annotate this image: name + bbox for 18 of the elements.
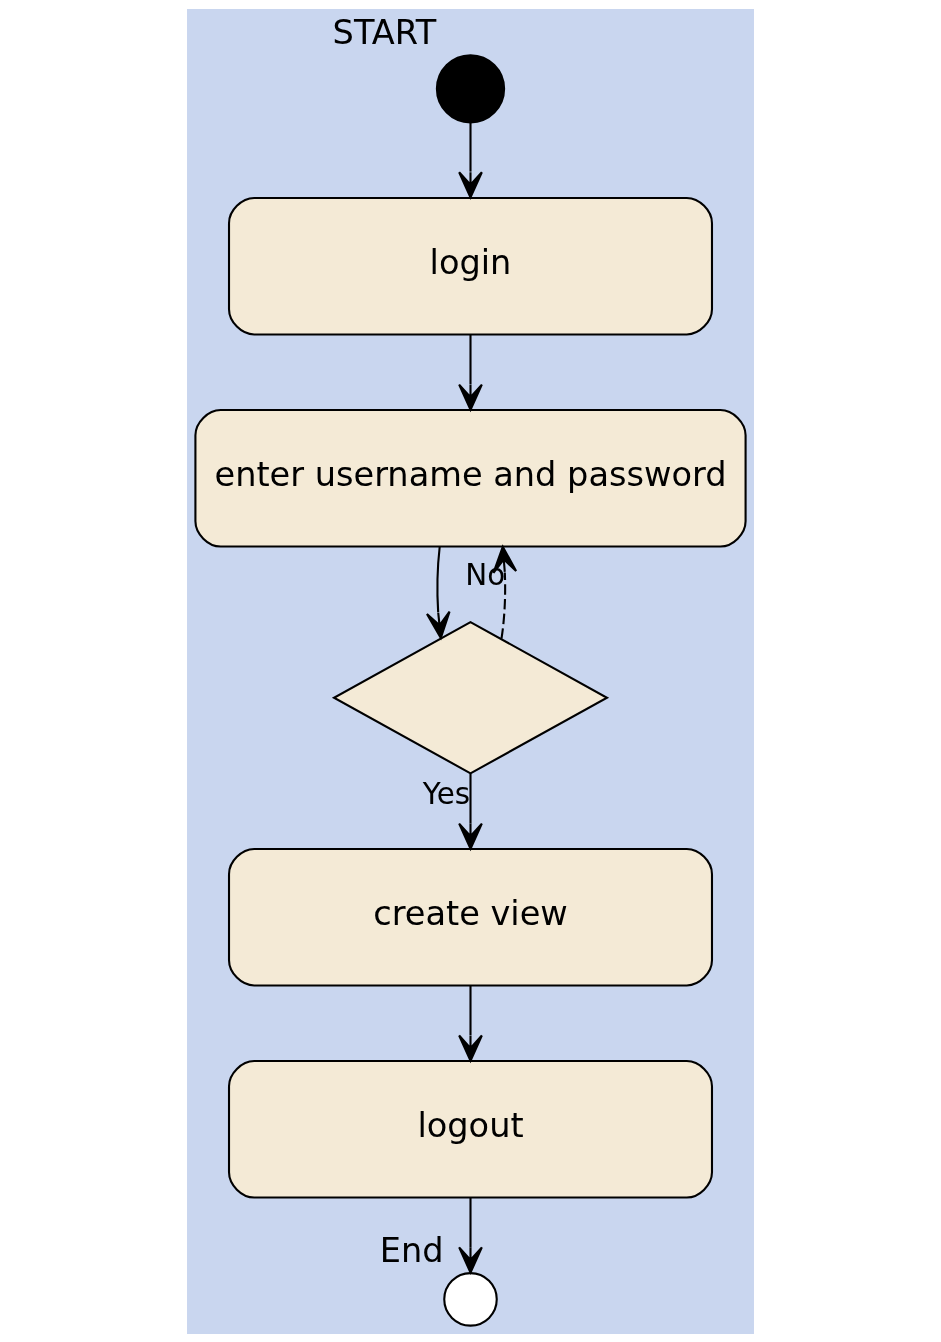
arrow	[458, 122, 483, 198]
node-box: login	[227, 196, 714, 336]
edge-label: Yes	[422, 776, 471, 811]
node-box: logout	[227, 1059, 714, 1199]
node-label: START	[332, 12, 437, 52]
arrow	[492, 545, 518, 639]
node-circle	[443, 1271, 498, 1327]
arrow	[458, 1197, 483, 1274]
arrow	[425, 546, 451, 639]
arrow	[458, 773, 483, 850]
node-diamond	[331, 620, 610, 775]
edge-label: No	[465, 557, 506, 592]
arrow	[458, 985, 483, 1062]
arrow	[458, 334, 483, 411]
node-label: End	[379, 1230, 444, 1270]
node-box: enter username and password	[194, 408, 747, 548]
node-circle	[435, 53, 506, 123]
node-box: create view	[227, 847, 714, 986]
